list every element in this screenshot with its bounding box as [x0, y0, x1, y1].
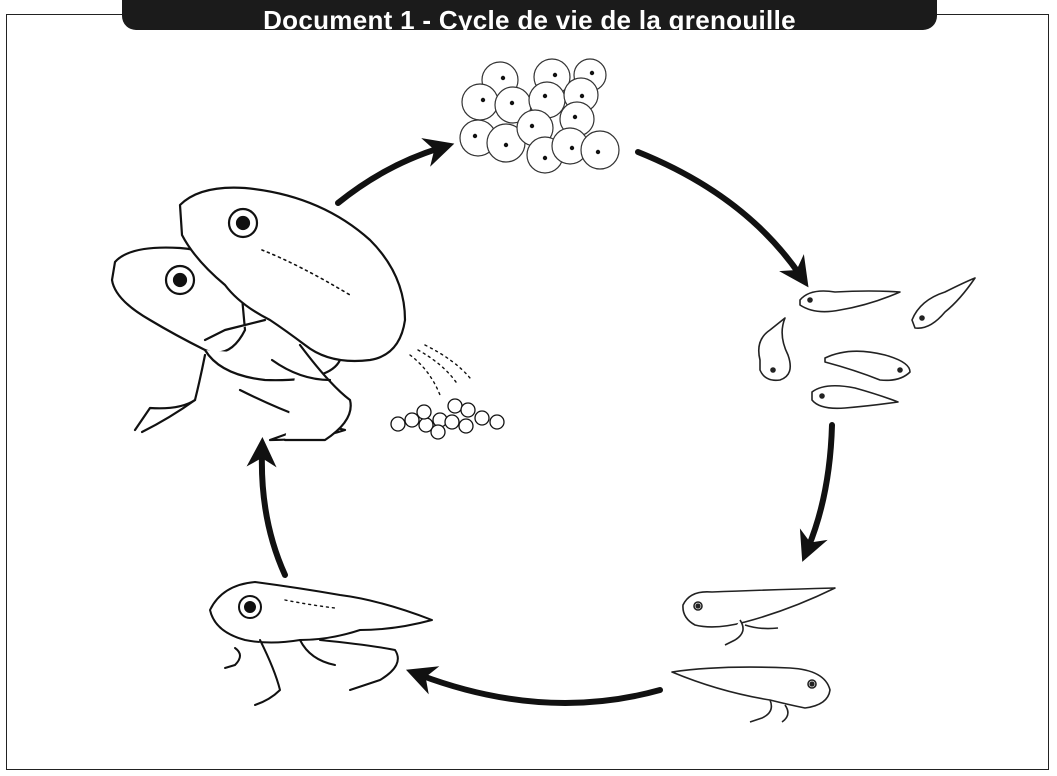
- arrow-tadpoles-to-legged: [808, 425, 832, 548]
- arrow-legged-to-froglet: [420, 675, 660, 703]
- tadpoles-icon: [759, 278, 975, 408]
- arrow-froglet-to-adults: [262, 452, 285, 575]
- arrow-eggs-to-tadpoles: [638, 152, 800, 275]
- frog-spawn-icon: [460, 59, 619, 173]
- frogs-mating-icon: [112, 188, 504, 440]
- froglet-icon: [210, 582, 432, 705]
- tadpoles-with-legs-icon: [672, 588, 835, 722]
- arrow-adults-to-eggs: [338, 148, 440, 203]
